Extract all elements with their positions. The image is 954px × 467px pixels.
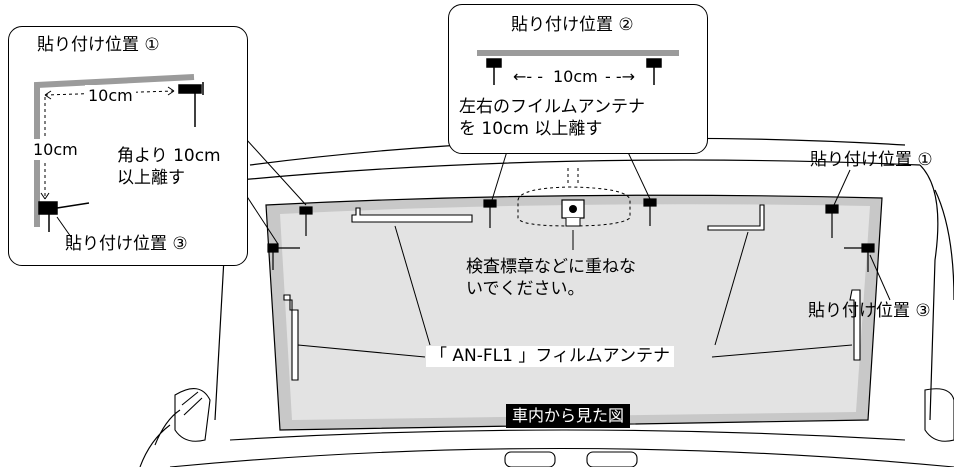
label-position-1: 貼り付け位置 ①: [37, 35, 160, 55]
label-distance-between: 10cm: [553, 67, 598, 86]
label-inspection-note: 検査標章などに重ねな いでください。: [466, 256, 636, 300]
label-position-2: 貼り付け位置 ②: [511, 15, 634, 35]
pillar-right-edge: [934, 189, 954, 301]
windshield-glass: [280, 204, 870, 420]
leader-callout1-b: [245, 194, 279, 245]
label-distance-vertical: 10cm: [33, 139, 78, 160]
label-inspection-line1: 検査標章などに重ねな: [466, 257, 636, 277]
vent-left: [504, 451, 556, 467]
label-position-3: 貼り付け位置 ③: [65, 234, 188, 254]
label-separate-line1: 左右のフイルムアンテナ: [459, 97, 645, 117]
dashboard-lower: [169, 447, 954, 467]
side-mirror-right: [924, 388, 954, 442]
arrow-left: ←- -: [513, 67, 544, 86]
label-distance-horizontal: 10cm: [85, 85, 136, 106]
pillar-right-outer: [919, 164, 939, 421]
side-mirror-left: [174, 388, 211, 442]
antenna-film-right-side: [849, 289, 861, 361]
leader-antenna-right-side: [711, 344, 853, 358]
label-separate-note: 左右のフイルムアンテナ を 10cm 以上離す: [459, 96, 645, 140]
antenna-film-right-top: [707, 204, 765, 231]
mirror-area-outline: [517, 186, 631, 227]
leader-antenna-right-top: [714, 231, 749, 346]
leader-callout2-b: [625, 147, 651, 200]
label-corner-note-line1: 角より 10cm: [117, 146, 221, 166]
arrow-right: - -→: [605, 67, 636, 86]
antenna-film-left-side: [283, 294, 299, 381]
label-corner-note-line2: 以上離す: [117, 168, 185, 188]
dashboard-top: [229, 429, 906, 441]
leader-antenna-left-side: [297, 344, 426, 358]
callout-position-1-3: 貼り付け位置 ① 10cm 10cm 角より 10cm 以上離す 貼り付け位置 …: [8, 26, 248, 266]
leader-right-pos3: [869, 254, 891, 301]
separation-diagram: [477, 50, 679, 85]
label-position-3-right: 貼り付け位置 ③: [808, 301, 931, 321]
label-corner-note: 角より 10cm 以上離す: [117, 145, 221, 189]
leader-right-pos1: [833, 169, 851, 206]
mirror-leader: [567, 168, 579, 186]
roof-outline-lower: [239, 159, 921, 181]
view-caption-badge: 車内から見た図: [506, 404, 631, 428]
vent-right: [586, 451, 638, 467]
label-separate-line2: を 10cm 以上離す: [459, 119, 603, 139]
label-antenna-name: 「 AN-FL1 」フィルムアンテナ: [426, 346, 674, 367]
label-inspection-line2: いでください。: [466, 279, 585, 299]
corner-diagram: [34, 74, 204, 238]
leader-callout2-a: [491, 147, 509, 201]
leader-antenna-left-top: [394, 225, 431, 346]
label-position-1-right: 貼り付け位置 ①: [810, 150, 933, 170]
callout-position-2: 貼り付け位置 ② ←- - 10cm - -→ 左右のフイルムアンテナ を 10…: [448, 4, 708, 154]
antenna-film-left-top: [351, 207, 473, 223]
